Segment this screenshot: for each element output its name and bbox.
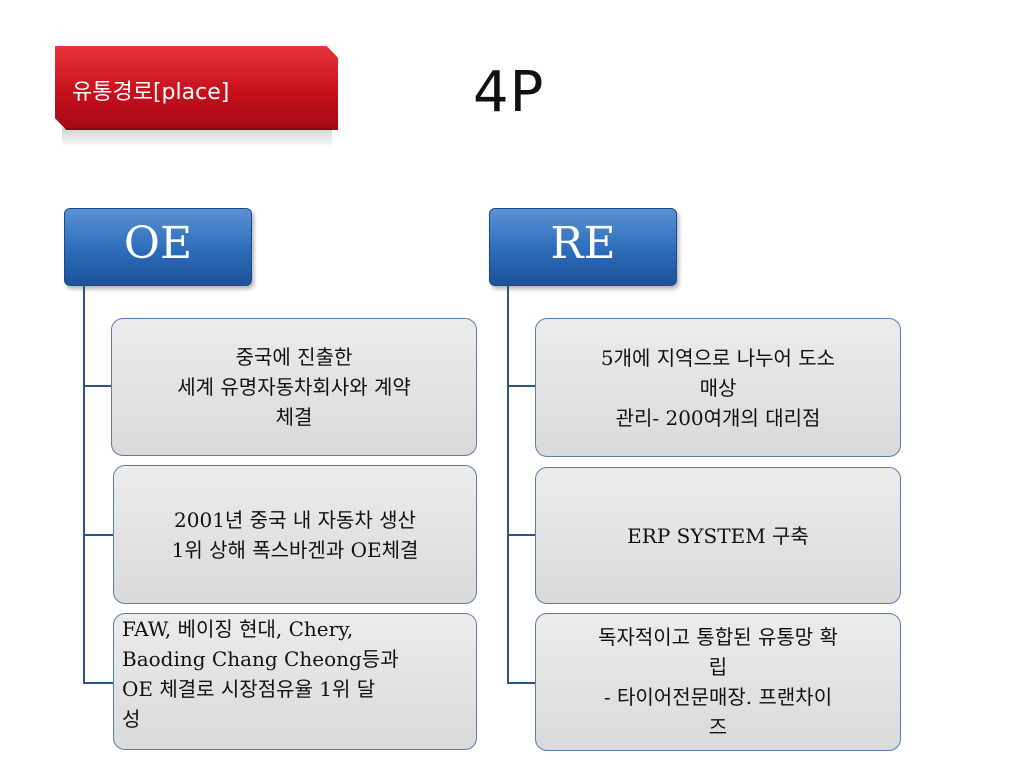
category-tag-label: 유통경로[place]: [72, 80, 230, 105]
re-box-3: 독자적이고 통합된 유통망 확 립 - 타이어전문매장. 프랜차이 즈: [535, 613, 901, 751]
oe-box-3: FAW, 베이징 현대, Chery, Baoding Chang Cheong…: [113, 613, 477, 750]
re-branch-1: [507, 385, 536, 387]
oe-trunk-line: [83, 284, 85, 683]
oe-box-1: 중국에 진출한 세계 유명자동차회사와 계약 체결: [111, 318, 477, 456]
oe-box-2: 2001년 중국 내 자동차 생산 1위 상해 폭스바겐과 OE체결: [113, 465, 477, 604]
category-tag: [55, 46, 338, 130]
oe-branch-2: [83, 534, 113, 536]
oe-header: OE: [64, 208, 252, 286]
oe-branch-1: [83, 385, 112, 387]
re-trunk-line: [507, 284, 509, 683]
re-branch-2: [507, 534, 536, 536]
category-tag-shadow: [62, 128, 332, 148]
re-box-1: 5개에 지역으로 나누어 도소 매상 관리- 200여개의 대리점: [535, 318, 901, 457]
re-branch-3: [507, 682, 536, 684]
re-box-2: ERP SYSTEM 구축: [535, 467, 901, 604]
slide-title: 4P: [473, 60, 545, 125]
oe-branch-3: [83, 682, 113, 684]
re-header: RE: [489, 208, 677, 286]
